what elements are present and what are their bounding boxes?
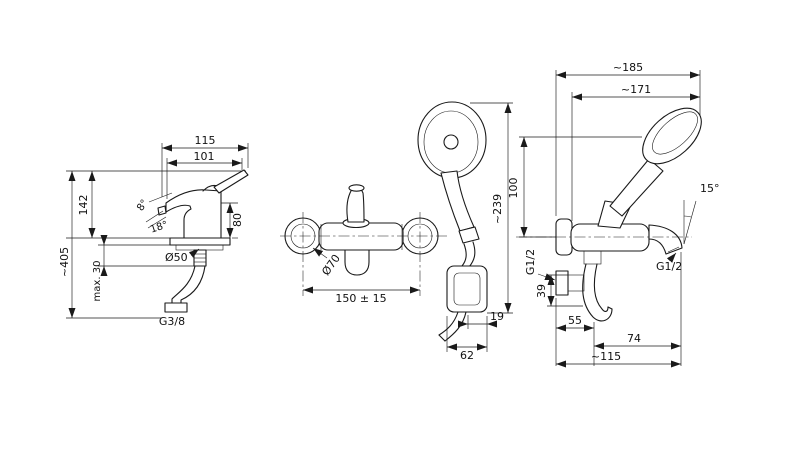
hose-end <box>438 334 446 342</box>
hose-nut-side <box>583 250 602 265</box>
basin-supply-hose <box>171 265 196 304</box>
mixer-spout <box>344 249 370 276</box>
shower-handle-nut <box>458 226 480 244</box>
dim-label-spout-height: 80 <box>231 213 244 227</box>
dim-label-handle-angle: 8° <box>135 198 151 214</box>
dim-wall-to-spout: ~115 <box>556 350 681 368</box>
spout-outlet-line <box>667 246 680 253</box>
dim-label-width-outer: 115 <box>195 134 216 147</box>
lever-handle <box>346 188 365 223</box>
shower-hose <box>461 243 467 267</box>
dim-shower-length: ~239 <box>470 102 513 314</box>
label-basin-handle-angle: 8° <box>135 192 173 214</box>
leader-line <box>188 248 200 258</box>
shower-handle-side <box>609 158 664 217</box>
dim-label-holder-width: 62 <box>460 349 474 362</box>
dim-label-depth-total: ~185 <box>613 61 643 74</box>
label-spout-angle: 15° <box>683 182 720 245</box>
spout-side <box>648 224 683 255</box>
dim-label-wall-to-hose: 55 <box>568 314 582 327</box>
lever-cap <box>348 184 365 192</box>
angle-line <box>683 200 697 245</box>
dim-basin-deck-max: max. 30 <box>92 235 206 302</box>
dim-label-wall-to-spout: ~115 <box>591 350 621 363</box>
dim-center-distance: 150 ± 15 <box>303 286 420 305</box>
bath-mixer-front-view: ~239 150 ± 15 62 19 <box>280 101 513 362</box>
shower-head-side <box>642 107 702 165</box>
dim-label-inlet-thread: G3/8 <box>159 315 185 328</box>
dim-label-depth-body: ~171 <box>621 83 651 96</box>
angle-line <box>145 210 164 223</box>
label-basin-base-diameter: Ø50 <box>165 248 200 264</box>
shower-hose-lower <box>438 311 459 336</box>
dim-label-aerator-angle: 18° <box>149 220 169 236</box>
shower-hose-lower <box>444 311 467 342</box>
angle-line <box>147 216 167 229</box>
shower-holder-bracket <box>446 265 488 313</box>
dim-basin-height-body: 142 <box>66 170 246 239</box>
dim-label-spout-angle: 15° <box>700 182 720 195</box>
hose-end <box>607 306 613 310</box>
dim-holder-depth: 19 <box>458 310 504 329</box>
leader-line <box>312 247 328 259</box>
dim-label-hose-to-spout: 74 <box>627 332 641 345</box>
mixer-body-side <box>570 223 650 252</box>
dim-label-shower-length: ~239 <box>491 194 504 224</box>
basin-lever-handle <box>213 169 249 194</box>
basin-mixer-view: 115 101 142 ~405 max. 30 <box>58 134 249 328</box>
dim-depth-body: ~171 <box>571 83 700 221</box>
dim-basin-height-total: ~405 <box>58 171 162 319</box>
dim-label-wall-thread: G1/2 <box>524 249 537 275</box>
dim-offset: 39 <box>535 274 583 307</box>
shower-handle <box>440 170 475 232</box>
dim-label-flange-diameter: Ø70 <box>319 252 343 278</box>
dim-depth-total: ~185 <box>555 61 701 216</box>
dim-label-holder-depth: 19 <box>490 310 504 323</box>
basin-body-and-spout <box>165 189 222 239</box>
label-flange-diameter: Ø70 <box>312 247 343 278</box>
dim-hose-to-spout: 74 <box>594 252 682 366</box>
bath-mixer-side-view: ~185 ~171 100 <box>507 61 720 368</box>
dim-label-height-body: 142 <box>77 195 90 216</box>
dim-wall-to-hose: 55 <box>555 298 595 366</box>
dim-label-width-inner: 101 <box>194 150 215 163</box>
basin-hose-nut <box>164 302 188 313</box>
shower-hose <box>468 241 476 268</box>
shower-hose-side <box>593 263 609 312</box>
shower-face-center <box>443 134 459 150</box>
dim-basin-width-inner: 101 <box>166 150 243 199</box>
wall-inlet-stub <box>555 270 569 296</box>
dim-label-base-diameter: Ø50 <box>165 251 188 264</box>
dim-label-offset: 39 <box>535 284 548 298</box>
label-basin-aerator-angle: 18° <box>145 210 169 236</box>
leader-line <box>148 192 173 203</box>
basin-deck-plate <box>169 237 231 246</box>
basin-supply-hose <box>180 265 206 304</box>
leader-line <box>666 252 677 263</box>
shower-holder-inner <box>453 272 481 306</box>
dim-label-height-total: ~405 <box>58 247 71 277</box>
shower-face-side <box>652 111 698 155</box>
label-wall-thread: G1/2 <box>524 249 556 281</box>
shower-hose-side <box>582 263 613 322</box>
dim-label-center-distance: 150 ± 15 <box>335 292 386 305</box>
wall-inlet-nut <box>567 274 585 292</box>
dim-label-height-shower: 100 <box>507 178 520 199</box>
label-outlet-thread: G1/2 <box>656 252 682 273</box>
dim-label-deck-max: max. 30 <box>92 261 103 302</box>
dim-holder-width: 62 <box>446 316 488 362</box>
dim-label-outlet-thread: G1/2 <box>656 260 682 273</box>
basin-washer <box>175 244 224 251</box>
angle-arc <box>683 215 692 218</box>
dim-basin-width-outer: 115 <box>161 134 249 197</box>
